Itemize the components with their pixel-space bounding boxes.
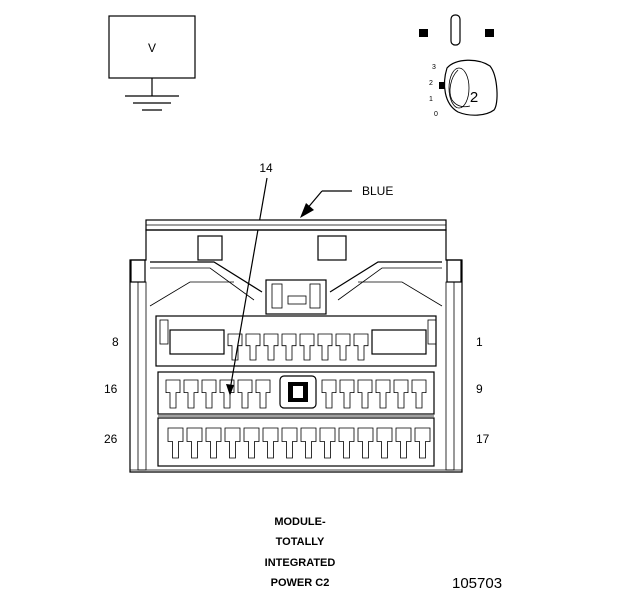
terminal-cavity xyxy=(227,333,243,361)
terminal-cavities xyxy=(165,333,431,459)
terminal-cavity xyxy=(262,427,279,459)
terminal-cavity xyxy=(353,333,369,361)
key-position-3: 3 xyxy=(432,64,436,71)
key-position-1: 1 xyxy=(429,96,433,103)
terminal-cavity xyxy=(224,427,241,459)
caption-line-4: POWER C2 xyxy=(271,577,330,589)
terminal-cavity xyxy=(201,379,217,409)
caption-line-1: MODULE- xyxy=(274,516,326,528)
terminal-cavity xyxy=(300,427,317,459)
terminal-cavity xyxy=(165,379,181,409)
terminal-cavity xyxy=(411,379,427,409)
pin-17-label: 17 xyxy=(476,432,490,446)
terminal-cavity xyxy=(414,427,431,459)
terminal-cavity xyxy=(376,427,393,459)
terminal-cavity xyxy=(263,333,279,361)
terminal-cavity xyxy=(321,379,337,409)
caption-line-2: TOTALLY xyxy=(276,536,325,548)
terminal-cavity xyxy=(317,333,333,361)
probe-icon xyxy=(419,14,494,46)
key-position-2: 2 xyxy=(429,80,433,87)
terminal-cavity xyxy=(243,427,260,459)
terminal-cavity xyxy=(167,427,184,459)
terminal-cavity xyxy=(183,379,199,409)
color-callout: BLUE xyxy=(300,184,393,218)
terminal-cavity xyxy=(395,427,412,459)
terminal-cavity xyxy=(357,427,374,459)
pin-8-label: 8 xyxy=(112,335,119,349)
key-position-0: 0 xyxy=(434,111,438,118)
terminal-cavity xyxy=(299,333,315,361)
terminal-cavity xyxy=(219,379,235,409)
pin-callout-label: 14 xyxy=(259,161,273,175)
terminal-cavity xyxy=(237,379,253,409)
terminal-cavity xyxy=(255,379,271,409)
terminal-cavity xyxy=(357,379,373,409)
terminal-cavity xyxy=(339,379,355,409)
terminal-cavity xyxy=(205,427,222,459)
terminal-cavity xyxy=(245,333,261,361)
connector-color-label: BLUE xyxy=(362,184,393,198)
terminal-cavity xyxy=(281,333,297,361)
connector-body xyxy=(129,219,463,473)
meter-label: V xyxy=(148,41,156,55)
pin-1-label: 1 xyxy=(476,335,483,349)
ground-icon xyxy=(125,78,179,111)
pin-26-label: 26 xyxy=(104,432,118,446)
figure-id: 105703 xyxy=(452,575,502,592)
caption-line-3: INTEGRATED xyxy=(265,557,336,569)
voltmeter-symbol: V xyxy=(108,15,196,111)
terminal-cavity xyxy=(281,427,298,459)
pin-16-label: 16 xyxy=(104,382,118,396)
terminal-cavity xyxy=(338,427,355,459)
key-number-label: 2 xyxy=(470,89,478,106)
pin-callout: 14 xyxy=(226,161,273,396)
terminal-cavity xyxy=(393,379,409,409)
pin-9-label: 9 xyxy=(476,382,483,396)
ignition-key-icon: 2 3 2 1 0 xyxy=(429,59,498,118)
terminal-cavity xyxy=(186,427,203,459)
terminal-cavity xyxy=(319,427,336,459)
terminal-cavity xyxy=(375,379,391,409)
terminal-cavity xyxy=(335,333,351,361)
